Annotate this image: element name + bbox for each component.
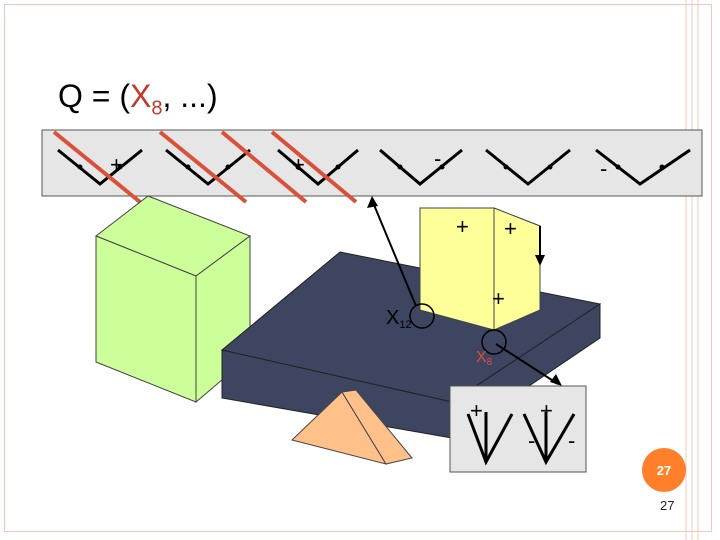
title-variable: X8 xyxy=(130,78,163,120)
top-sign-2: + xyxy=(292,152,305,177)
top-sign-1: + xyxy=(110,152,123,177)
slide-number: 27 xyxy=(660,498,675,513)
page-badge-number: 27 xyxy=(657,463,671,478)
junction-3 xyxy=(277,148,359,186)
junction-labels-bottom xyxy=(466,412,576,466)
junction-5 xyxy=(485,148,571,186)
junction-6 xyxy=(595,148,691,186)
junction-2 xyxy=(165,148,251,186)
node-x12-label: X12 xyxy=(386,307,412,331)
bottom-sign-1: + xyxy=(470,398,483,423)
junction-x8-circle xyxy=(481,329,507,355)
junction-4 xyxy=(379,148,463,186)
connector-x12 xyxy=(371,199,417,307)
slide-border xyxy=(4,4,712,532)
bottom-sign-4: - xyxy=(568,428,575,453)
node-x8-label: X8 xyxy=(476,349,493,368)
junction-arrowheads-top xyxy=(77,164,665,170)
strike-3 xyxy=(220,130,308,204)
bottom-sign-2: + xyxy=(540,398,553,423)
page-badge xyxy=(642,448,686,492)
box-sign-3: + xyxy=(492,286,505,311)
box-sign-1: + xyxy=(456,214,469,239)
yellow-box xyxy=(419,207,541,331)
junction-x12-circle xyxy=(409,303,435,329)
page-title: Q = (X8, ...) xyxy=(58,78,218,120)
green-box xyxy=(94,195,252,404)
title-suffix: , ...) xyxy=(162,78,218,114)
bottom-sign-3: - xyxy=(528,428,535,453)
title-prefix: Q = ( xyxy=(58,78,131,114)
connector-arrowheads xyxy=(367,196,562,386)
strike-2 xyxy=(158,130,248,204)
box-sign-2: + xyxy=(504,216,517,241)
junction-1 xyxy=(57,148,143,186)
top-sign-4: - xyxy=(600,156,607,181)
eliminated-labels-strikes xyxy=(52,130,358,204)
orange-prism xyxy=(291,389,413,465)
strike-4 xyxy=(270,130,358,204)
top-label-panel xyxy=(41,129,703,197)
connector-x8 xyxy=(495,343,559,385)
strike-1 xyxy=(52,130,142,204)
sign-labels: + + - - + + + + + - - xyxy=(110,146,607,453)
right-decorative-band xyxy=(685,0,699,540)
top-sign-3: - xyxy=(434,146,441,171)
junction-labels-top xyxy=(57,148,691,186)
